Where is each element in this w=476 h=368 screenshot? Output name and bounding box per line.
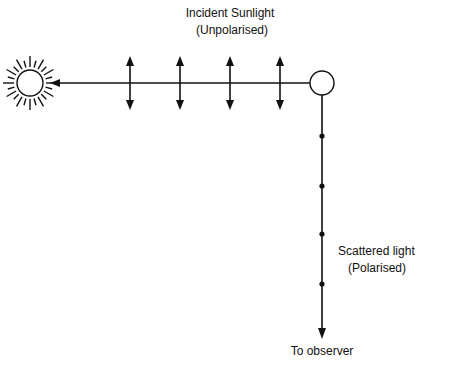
sun-ray: [24, 61, 26, 68]
sun-ray: [44, 70, 54, 76]
polarisation-dot: [319, 281, 324, 286]
sun-ray: [38, 97, 44, 107]
scattering-particle: [310, 71, 334, 95]
polarisation-dot: [319, 133, 324, 138]
sun-ray: [17, 60, 23, 70]
polarisation-dot: [319, 183, 324, 188]
sun-ray: [41, 67, 46, 72]
sun-ray: [14, 94, 19, 99]
sun-ray: [34, 99, 36, 106]
unpolarised-vibrations: [126, 56, 284, 110]
sun-ray: [8, 77, 15, 79]
ray-arrowhead: [318, 328, 326, 339]
incident-ray: [58, 82, 310, 84]
vibration-head: [126, 56, 134, 66]
vibration-head: [176, 100, 184, 110]
polarisation-dots: [319, 133, 324, 286]
sun-ray: [46, 87, 53, 89]
sun-ray: [3, 82, 14, 83]
sun-ray: [34, 61, 36, 68]
vibration-arrow: [129, 64, 131, 102]
vibration-head: [226, 56, 234, 66]
scattered-ray: [321, 95, 323, 330]
sun-ray: [17, 97, 23, 107]
vibration-head: [276, 100, 284, 110]
diagram-title-line: Incident Sunlight: [186, 6, 275, 21]
sun-ray: [29, 99, 30, 110]
sun-ray: [7, 91, 17, 97]
ray-arrowhead: [50, 79, 60, 87]
sun-ray: [24, 99, 26, 106]
sun-ray: [44, 91, 54, 97]
vibration-arrow: [279, 64, 281, 102]
sun-ray: [29, 56, 30, 67]
vibration-arrow: [179, 64, 181, 102]
sun-ray: [7, 70, 17, 76]
diagram-title-note: (Unpolarised): [196, 23, 268, 38]
sun-symbol: [3, 56, 57, 110]
vibration-arrow: [229, 64, 231, 102]
polarisation-dot: [319, 231, 324, 236]
observer-label: To observer: [291, 344, 354, 359]
vibration-head: [126, 100, 134, 110]
vibration-head: [176, 56, 184, 66]
sun-ray: [41, 94, 46, 99]
sun-ray: [38, 60, 44, 70]
sun-disc: [17, 70, 43, 96]
ray-label: Scattered light: [338, 244, 415, 259]
sun-ray: [14, 67, 19, 72]
ray-label-note: (Polarised): [348, 261, 406, 276]
vibration-head: [226, 100, 234, 110]
vibration-head: [276, 56, 284, 66]
sun-ray: [46, 77, 53, 79]
sun-ray: [8, 87, 15, 89]
